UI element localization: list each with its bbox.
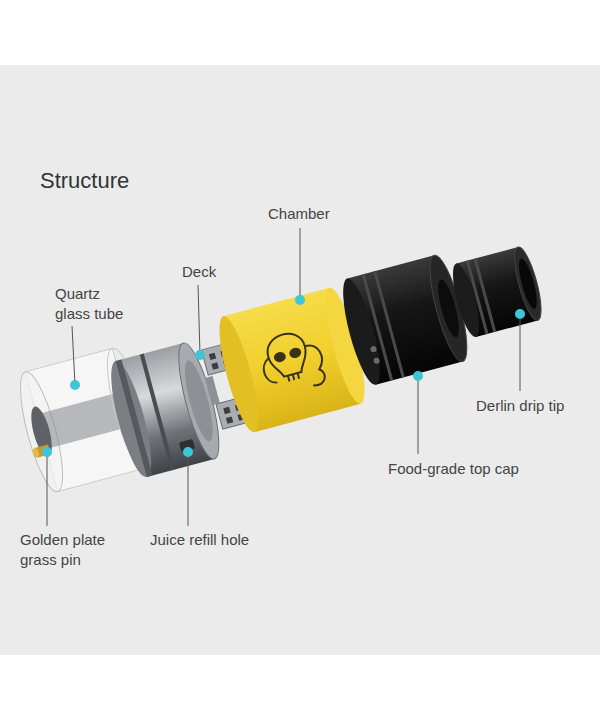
diagram-title: Structure xyxy=(40,168,129,194)
leader-lines xyxy=(47,228,520,526)
part-label: Quartz glass tube xyxy=(55,284,133,323)
part-label: Derlin drip tip xyxy=(476,396,564,416)
drip-tip xyxy=(448,245,547,340)
part-label: Golden plate grass pin xyxy=(20,530,112,569)
part-label: Juice refill hole xyxy=(150,530,249,550)
skull-graphic xyxy=(256,326,329,397)
part-label: Food-grade top cap xyxy=(388,459,519,479)
part-label: Chamber xyxy=(268,204,330,224)
part-label: Deck xyxy=(182,262,216,282)
